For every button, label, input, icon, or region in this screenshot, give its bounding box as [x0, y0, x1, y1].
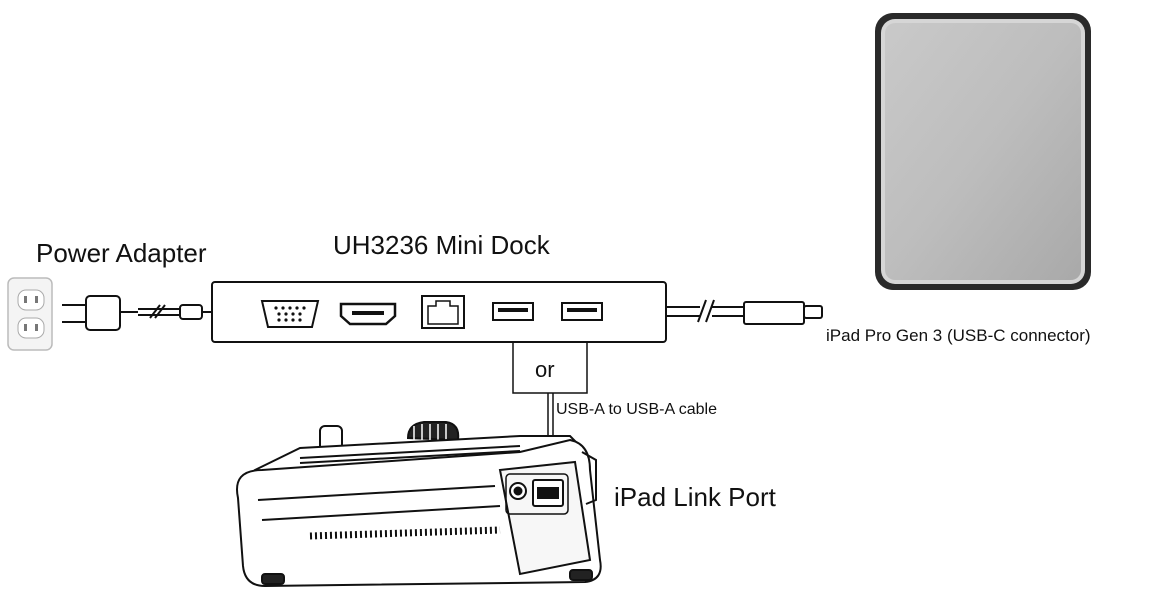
link-port-label: iPad Link Port [614, 482, 776, 512]
video-switcher-icon [236, 421, 602, 588]
ethernet-port-icon [421, 295, 465, 329]
or-label: or [535, 357, 555, 382]
usb-c-connector-icon [803, 305, 823, 319]
vga-port-icon [260, 300, 320, 328]
power-adapter-label: Power Adapter [36, 238, 207, 268]
usb-c-dock-icon [211, 281, 667, 343]
ipad-tablet-icon [875, 13, 1091, 290]
cable-label: USB-A to USB-A cable [556, 401, 717, 418]
usb-a-port-icon [492, 302, 534, 321]
usb-c-cable [666, 299, 805, 325]
usb-a-port-icon [561, 302, 603, 321]
dock-name-label: UH3236 Mini Dock [333, 230, 550, 260]
hdmi-port-icon [339, 302, 397, 326]
power-plug-icon [62, 295, 212, 331]
ipad-label: iPad Pro Gen 3 (USB-C connector) [826, 326, 1091, 345]
wall-outlet-icon [7, 277, 53, 351]
or-bracket [512, 342, 588, 394]
